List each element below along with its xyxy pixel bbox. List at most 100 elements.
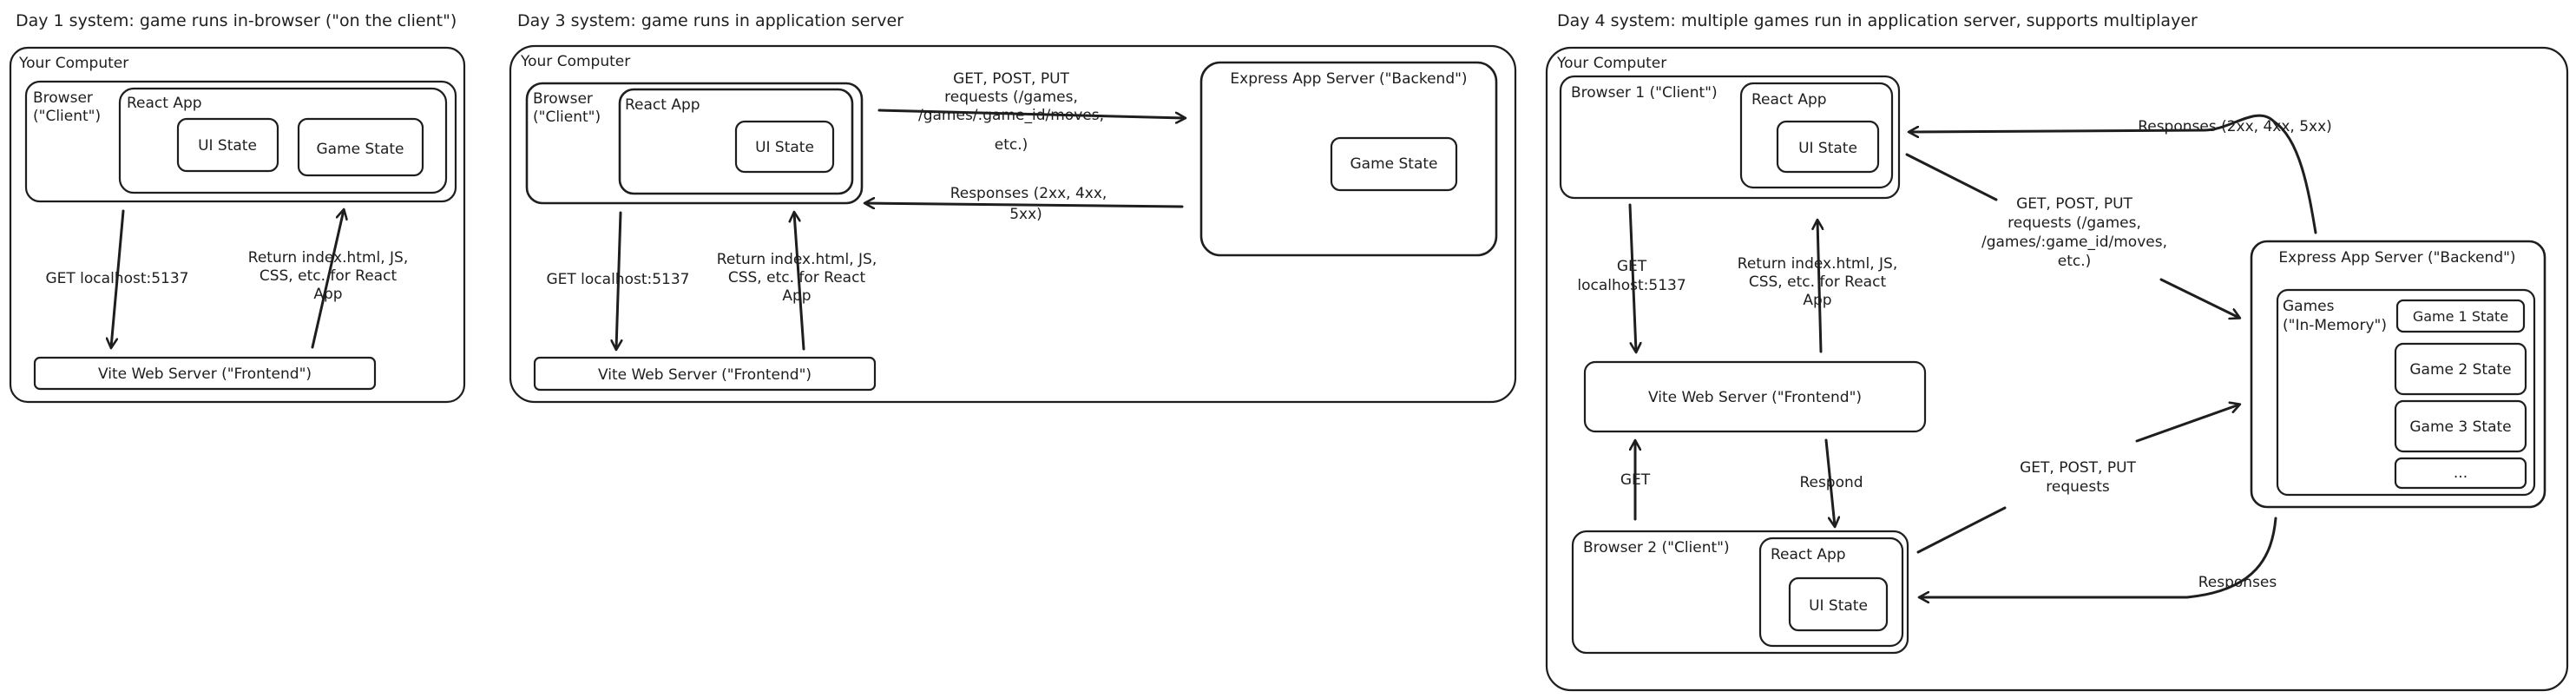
day3-browser-box xyxy=(525,82,864,205)
day1-browser-box xyxy=(24,80,457,203)
day4-more-box xyxy=(2394,457,2527,490)
day4-responses-top-label: Responses (2xx, 4xx, 5xx) xyxy=(2138,118,2332,135)
day4-browser1-label: Browser 1 ("Client") xyxy=(1571,84,1718,102)
day1-game-state-box xyxy=(297,117,424,177)
day1-title: Day 1 system: game runs in-browser ("on … xyxy=(16,11,457,30)
day1-ui-state-box xyxy=(176,117,279,173)
day3-react-label: React App xyxy=(625,96,700,114)
day3-title: Day 3 system: game runs in application s… xyxy=(517,11,904,30)
day1-get-label: GET localhost:5137 xyxy=(45,270,188,287)
day4-game1: Game 1 State xyxy=(2413,308,2508,325)
day3-get-arrow xyxy=(616,211,621,349)
day4-games-label-2: ("In-Memory") xyxy=(2283,317,2387,334)
day4-browser1-ui-box xyxy=(1776,120,1880,174)
day4-game2: Game 2 State xyxy=(2409,361,2511,379)
day1-vite-box xyxy=(33,356,377,391)
day3-computer-label: Your Computer xyxy=(520,53,630,70)
day3-express-box xyxy=(1199,61,1498,257)
day4-browser1-ui-state: UI State xyxy=(1798,140,1857,157)
day4-requests-label-2: requests (/games, xyxy=(2008,214,2141,232)
day4-browser2-ui-box xyxy=(1788,576,1889,632)
day3-computer-box xyxy=(509,44,1517,404)
day4-computer-box xyxy=(1545,46,2569,692)
day3-ui-state: UI State xyxy=(755,139,814,156)
day4-panel: Day 4 system: multiple games run in appl… xyxy=(1545,11,2569,692)
day4-title: Day 4 system: multiple games run in appl… xyxy=(1557,11,2198,30)
day4-requests-label-3: /games/:game_id/moves, xyxy=(1981,234,2167,251)
day4-return-label-2: CSS, etc. for React xyxy=(1749,273,1887,291)
day4-requests2-arrow xyxy=(1916,405,2239,554)
day4-express-label: Express App Server ("Backend") xyxy=(2278,249,2515,267)
day3-responses-label-2: 5xx) xyxy=(1009,206,1042,223)
day1-react-box xyxy=(118,87,448,194)
day4-requests2-label-1: GET, POST, PUT xyxy=(2020,459,2136,477)
day1-computer-box xyxy=(9,46,466,404)
day4-browser2-label: Browser 2 ("Client") xyxy=(1583,539,1730,556)
day3-return-label-2: CSS, etc. for React xyxy=(728,269,866,286)
day4-respond-arrow xyxy=(1824,438,1835,526)
day3-game-state: Game State xyxy=(1350,155,1437,173)
day1-return-label-1: Return index.html, JS, xyxy=(248,249,408,267)
day4-return-arrow xyxy=(1817,221,1821,353)
day3-express-label: Express App Server ("Backend") xyxy=(1230,70,1467,88)
day3-requests-label-1: GET, POST, PUT xyxy=(953,70,1069,88)
day3-vite-box xyxy=(533,356,877,392)
day4-browser1-box xyxy=(1559,75,1901,200)
day3-browser-label-2: ("Client") xyxy=(533,109,601,126)
day4-responses-top-arrow xyxy=(1909,114,2317,234)
day1-browser-label-1: Browser xyxy=(33,89,93,107)
day4-return-label-3: App xyxy=(1803,292,1831,309)
day1-computer-label: Your Computer xyxy=(18,55,128,72)
day4-requests-label-1: GET, POST, PUT xyxy=(2016,195,2132,213)
day3-panel: Day 3 system: game runs in application s… xyxy=(509,11,1517,404)
day4-more: ... xyxy=(2454,464,2468,482)
day3-requests-label-4: etc.) xyxy=(995,136,1028,154)
day4-get-label-1: GET xyxy=(1617,258,1647,275)
day4-vite-label: Vite Web Server ("Frontend") xyxy=(1648,389,1862,406)
day1-react-label: React App xyxy=(127,95,202,112)
day4-get-short-label: GET xyxy=(1620,471,1651,489)
day3-browser-label-1: Browser xyxy=(533,90,593,108)
day1-panel: Day 1 system: game runs in-browser ("on … xyxy=(9,11,466,404)
day4-express-box xyxy=(2250,240,2546,509)
day3-return-label-3: App xyxy=(782,287,811,305)
day4-browser1-react-label: React App xyxy=(1751,91,1827,109)
day4-vite-box xyxy=(1583,360,1927,433)
day4-browser2-react-box xyxy=(1758,537,1904,648)
day4-game3-box xyxy=(2394,399,2527,453)
day4-get-label-2: localhost:5137 xyxy=(1577,277,1686,294)
day4-game3: Game 3 State xyxy=(2409,418,2511,436)
day4-games-box xyxy=(2276,288,2536,497)
day1-ui-state: UI State xyxy=(198,137,257,155)
day4-requests2-label-2: requests xyxy=(2046,478,2110,496)
day3-react-box xyxy=(618,88,854,195)
day1-vite-label: Vite Web Server ("Frontend") xyxy=(98,365,312,383)
day1-game-state: Game State xyxy=(316,141,404,158)
day1-return-label-3: App xyxy=(313,286,342,303)
day4-get-arrow xyxy=(1628,203,1636,352)
day1-get-arrow xyxy=(111,209,125,347)
day4-respond-label: Respond xyxy=(1799,474,1863,491)
day3-ui-state-box xyxy=(734,120,835,174)
day4-responses-bottom-arrow xyxy=(1920,517,2277,597)
day4-browser2-react-label: React App xyxy=(1771,546,1846,563)
day3-return-arrow xyxy=(794,213,805,351)
day1-browser-label-2: ("Client") xyxy=(33,108,101,125)
day3-vite-label: Vite Web Server ("Frontend") xyxy=(598,366,812,384)
day3-return-label-1: Return index.html, JS, xyxy=(717,251,877,268)
day3-requests-label-3: /games/:game_id/moves, xyxy=(918,107,1104,124)
day4-requests-label-4: etc.) xyxy=(2058,253,2092,270)
day4-browser1-react-box xyxy=(1739,82,1894,189)
day3-get-label: GET localhost:5137 xyxy=(546,271,689,288)
day4-game1-box xyxy=(2395,299,2526,333)
day4-browser2-ui-state: UI State xyxy=(1809,597,1868,615)
day1-return-label-2: CSS, etc. for React xyxy=(260,267,398,285)
day4-responses-bottom-label: Responses xyxy=(2198,574,2277,591)
day4-return-label-1: Return index.html, JS, xyxy=(1738,255,1897,273)
day4-requests-arrow xyxy=(1905,153,2239,318)
day4-game2-box xyxy=(2394,342,2527,396)
day3-request-arrow xyxy=(877,109,1185,118)
day1-return-arrow xyxy=(311,210,344,349)
day3-game-state-box xyxy=(1330,136,1458,192)
